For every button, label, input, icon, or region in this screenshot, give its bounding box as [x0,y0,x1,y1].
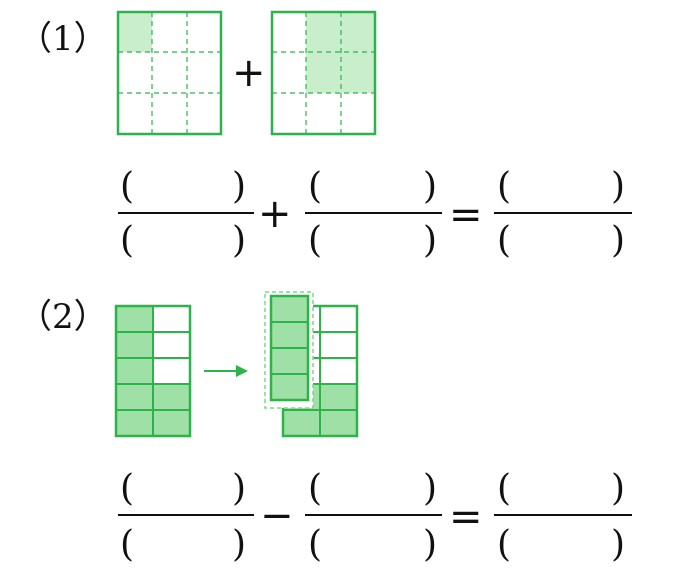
grid-border [270,10,377,136]
fraction-1-num-close: ) [232,166,246,207]
problem-2-figure-right [264,291,359,438]
problem-2-equation: ( ) ( ) − ( ) ( ) = ( ) ( ) [118,468,632,565]
fraction-3-num-close: ) [611,166,625,207]
fraction-2-den-close: ) [423,220,437,261]
fraction-3-den-close: ) [611,220,625,261]
equation-2-equals: = [449,494,483,540]
fraction-4-den-close: ) [232,524,246,565]
fraction-3-num-open: ( [497,166,511,207]
fraction-1-num-open: ( [120,166,134,207]
equation-1-plus: + [258,191,292,237]
fraction-4-num-open: ( [120,468,134,509]
fraction-4-den-open: ( [120,524,134,565]
problem-1-equation: ( ) ( ) + ( ) ( ) = ( ) ( ) [118,166,632,261]
fraction-2-den-open: ( [308,220,322,261]
problem-1-label: （1） [18,19,108,59]
arrow-right-icon [204,365,248,377]
fraction-2-num-open: ( [308,166,322,207]
problem-1-figure-plus: + [232,50,266,96]
fraction-1-den-open: ( [120,220,134,261]
grid-border [116,10,223,136]
problem-1-figure-left [116,10,223,136]
fraction-1-den-close: ) [232,220,246,261]
fraction-2-num-close: ) [423,166,437,207]
fraction-6-num-open: ( [497,468,511,509]
fraction-5-den-open: ( [308,524,322,565]
problem-2-label: （2） [18,297,108,337]
fraction-5-num-close: ) [423,468,437,509]
equation-1-equals: = [449,192,483,238]
problem-1-figure-right [270,10,377,136]
equation-2-minus: − [260,493,294,539]
fraction-3-den-open: ( [497,220,511,261]
fraction-4-num-close: ) [232,468,246,509]
shaded-cell [118,12,152,52]
fraction-5-den-close: ) [423,524,437,565]
fraction-6-num-close: ) [611,468,625,509]
fraction-6-den-close: ) [611,524,625,565]
fraction-6-den-open: ( [497,524,511,565]
shaded-column [116,306,153,436]
fraction-5-num-open: ( [308,468,322,509]
problem-2-figure-left [114,304,192,438]
